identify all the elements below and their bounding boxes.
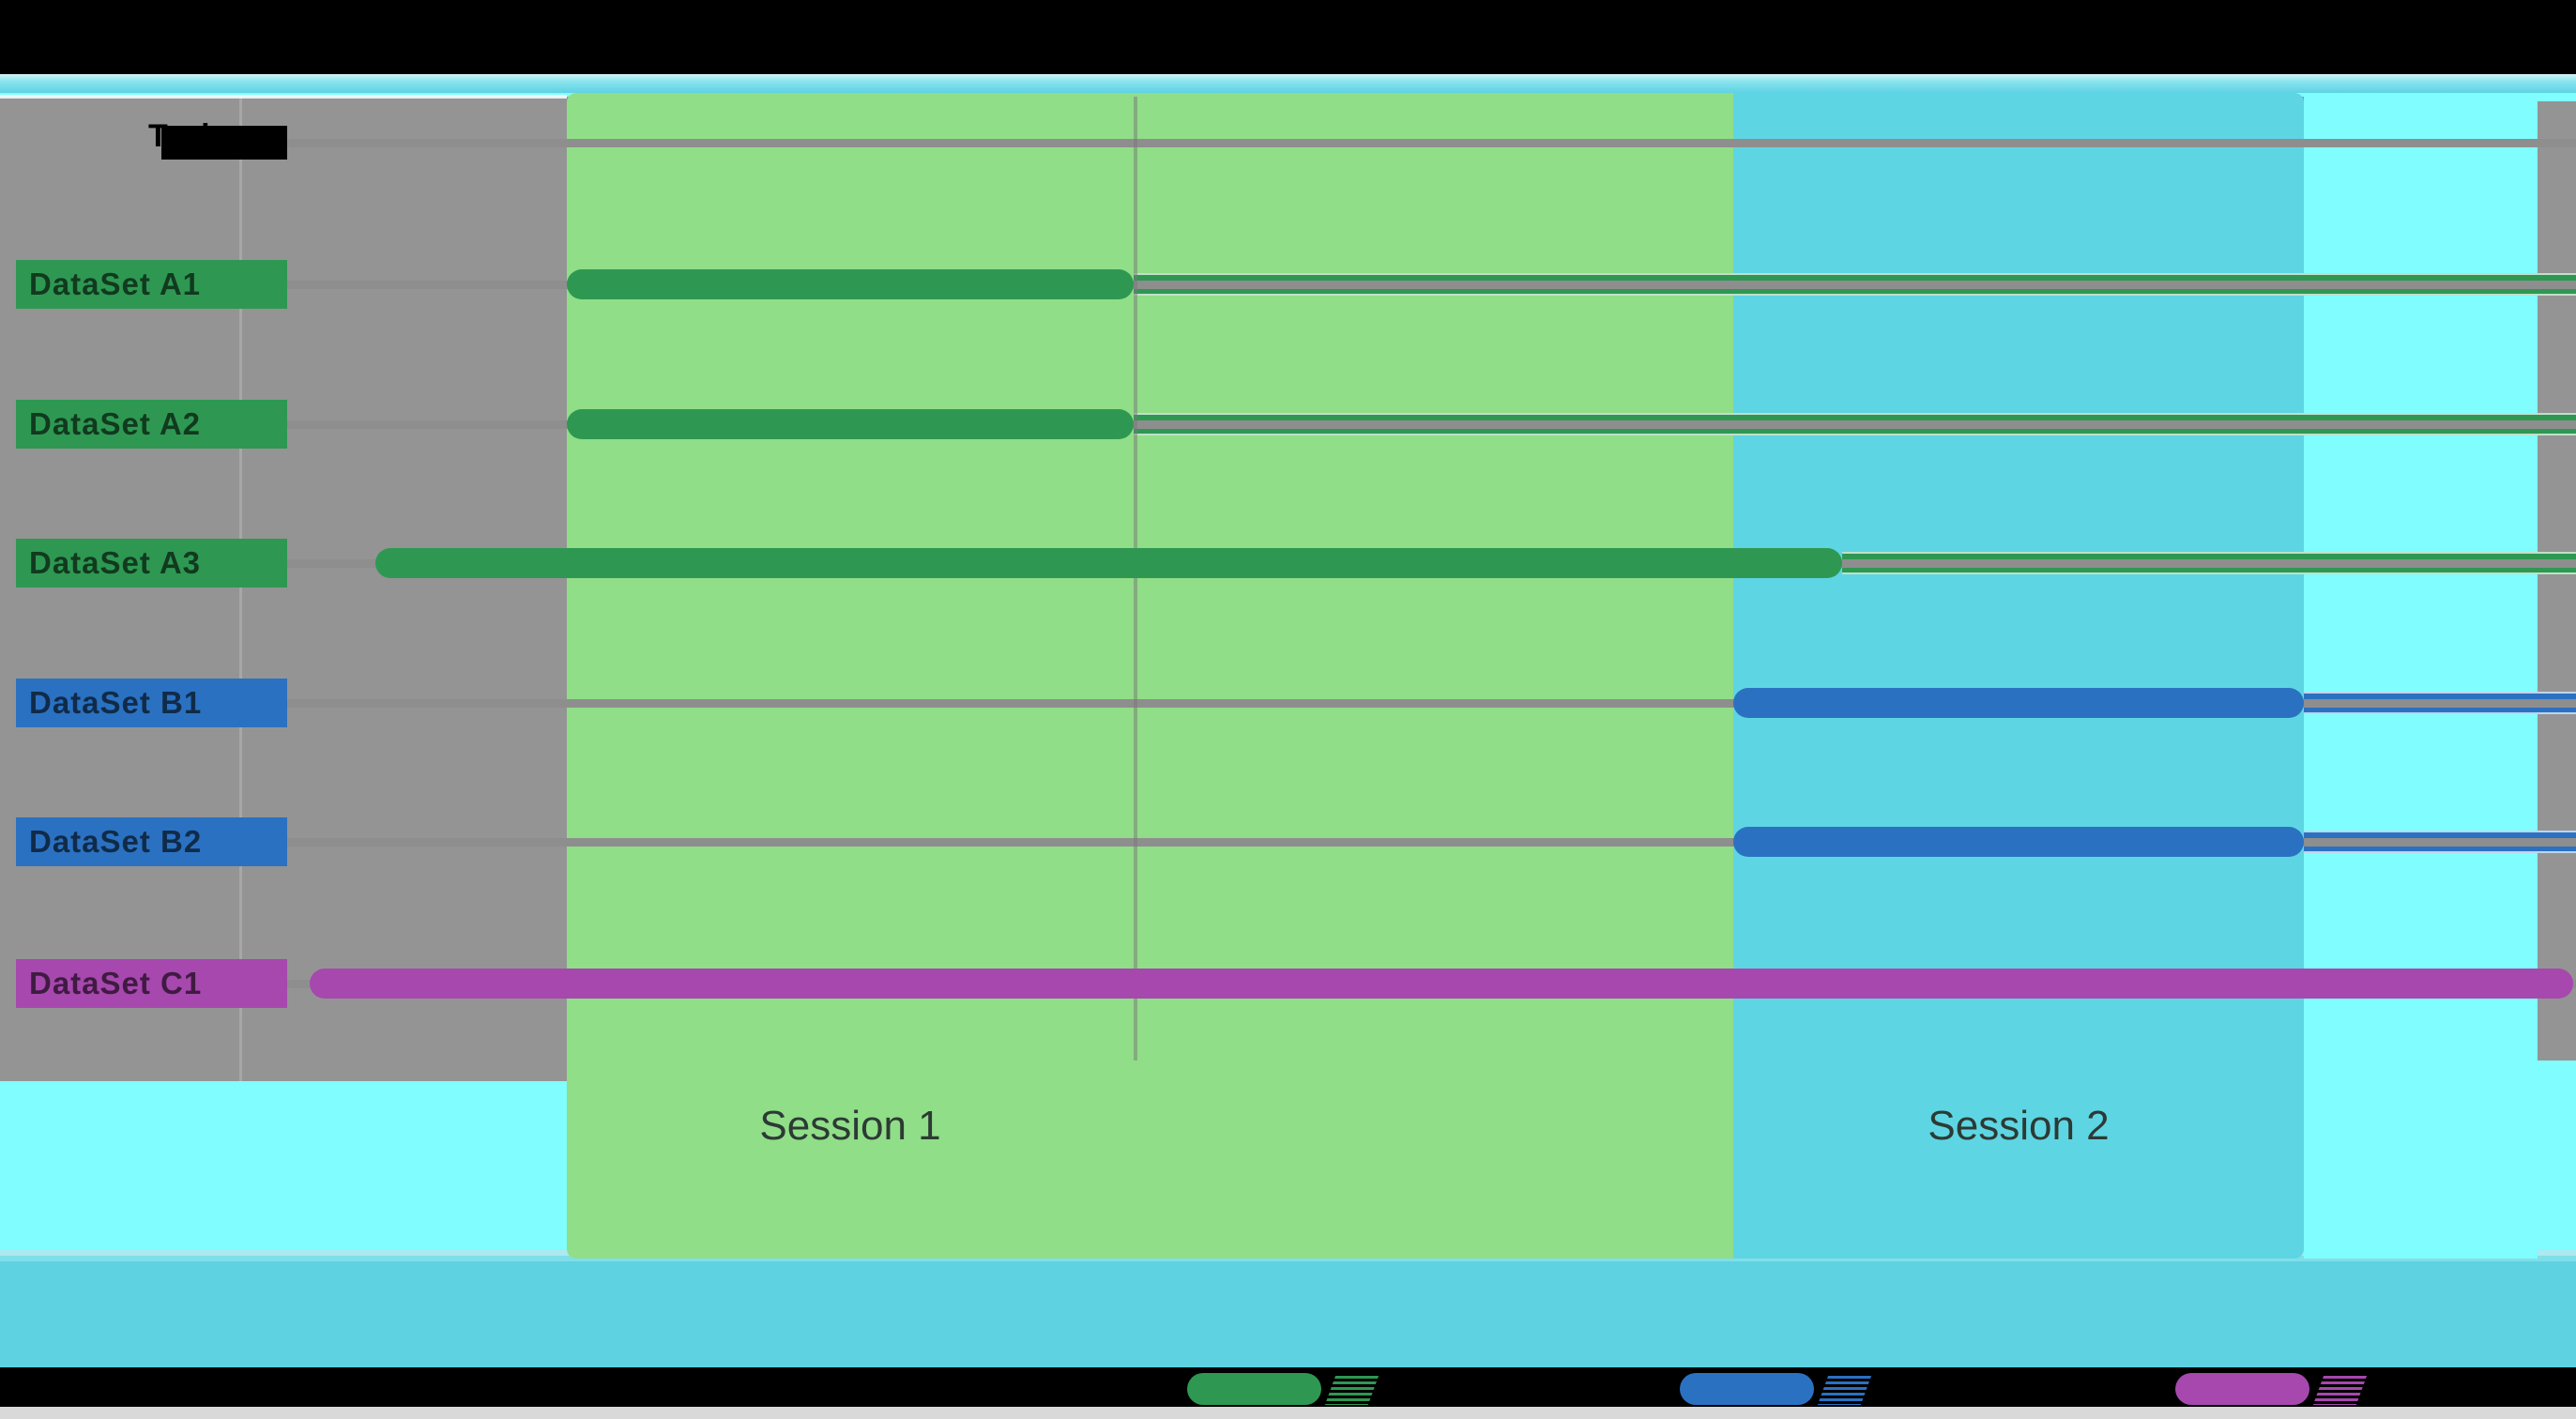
gantt-bar[interactable] bbox=[375, 548, 1842, 578]
task-label: DataSet A2 bbox=[16, 400, 287, 449]
gantt-bar[interactable] bbox=[567, 409, 1134, 439]
legend-slash-mark bbox=[2312, 1373, 2369, 1405]
session1-band bbox=[567, 93, 1733, 1259]
footer-cyan-band bbox=[0, 1250, 2576, 1367]
plot-left-edge bbox=[239, 97, 242, 1081]
right-bright-column bbox=[2304, 93, 2538, 1259]
legend-slash-mark bbox=[1817, 1373, 1873, 1405]
task-label-text: DataSet A1 bbox=[29, 267, 202, 301]
gridline bbox=[242, 838, 2576, 847]
task-label: DataSet A1 bbox=[16, 260, 287, 309]
legend-item[interactable] bbox=[1680, 1373, 1873, 1405]
legend-swatch-pill bbox=[2175, 1373, 2309, 1405]
legend-item[interactable] bbox=[1187, 1373, 1380, 1405]
legend-slash-mark bbox=[1324, 1373, 1380, 1405]
axis-title-black-box bbox=[161, 126, 287, 160]
gridline bbox=[242, 699, 2576, 708]
gantt-bar[interactable] bbox=[567, 269, 1134, 299]
header-cyan-strip bbox=[0, 74, 2576, 95]
legend-swatch-pill bbox=[1680, 1373, 1814, 1405]
vertical-gridline bbox=[1134, 97, 1137, 1060]
task-label: DataSet B1 bbox=[16, 679, 287, 727]
session1-label: Session 1 bbox=[759, 1103, 941, 1149]
task-label-text: DataSet B2 bbox=[29, 824, 203, 859]
gridline bbox=[242, 139, 2576, 147]
gantt-bar[interactable] bbox=[310, 969, 2573, 999]
task-label: DataSet A3 bbox=[16, 539, 287, 587]
legend-item[interactable] bbox=[2175, 1373, 2369, 1405]
gridline bbox=[242, 420, 2576, 429]
gantt-bar[interactable] bbox=[1733, 827, 2304, 857]
session2-label: Session 2 bbox=[1928, 1103, 2110, 1149]
legend-swatch-pill bbox=[1187, 1373, 1321, 1405]
task-label-text: DataSet A3 bbox=[29, 545, 202, 580]
right-gray-strip bbox=[2538, 101, 2576, 1060]
task-label: DataSet C1 bbox=[16, 959, 287, 1008]
header-hairline bbox=[0, 95, 567, 99]
task-label-text: DataSet B1 bbox=[29, 685, 203, 720]
gridline bbox=[242, 281, 2576, 289]
session2-band bbox=[1733, 93, 2304, 1259]
bottom-gray-strip bbox=[0, 1407, 2576, 1419]
task-label: DataSet B2 bbox=[16, 817, 287, 866]
task-label-text: DataSet C1 bbox=[29, 966, 203, 1000]
gantt-bar[interactable] bbox=[1733, 688, 2304, 718]
task-label-text: DataSet A2 bbox=[29, 406, 202, 441]
